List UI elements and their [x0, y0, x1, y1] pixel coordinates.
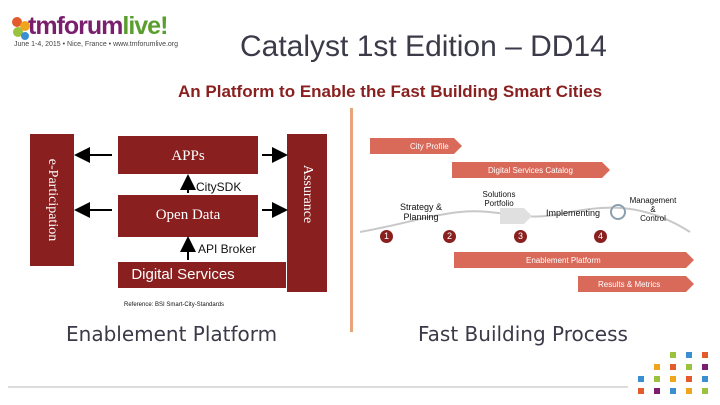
digital-services-catalog-label: Digital Services Catalog	[488, 166, 573, 175]
left-diagram-arrows	[74, 147, 288, 260]
logo-tagline: June 1-4, 2015 • Nice, France • www.tmfo…	[14, 41, 179, 48]
apps-label: APPs	[171, 148, 205, 164]
enablement-platform-label: Enablement Platform	[526, 256, 601, 265]
digital-services-label: Digital Services	[131, 266, 235, 283]
enablement-platform-arrow	[454, 252, 694, 268]
assurance-bar: Assurance	[287, 134, 327, 292]
slide-title: Catalyst 1st Edition – DD14	[240, 30, 607, 63]
implementing-label: Implementing	[546, 208, 601, 218]
strategy-planning-label: Strategy & Planning	[399, 202, 443, 222]
process-chevron	[500, 208, 532, 224]
logo-wordmark: tmforumlive!	[28, 12, 168, 40]
logo-swirl-icon	[12, 17, 30, 40]
slide-subtitle: An Platform to Enable the Fast Building …	[178, 82, 603, 101]
footer-line	[8, 386, 628, 388]
footer-enablement-platform: Enablement Platform	[66, 322, 278, 346]
open-data-box: Open Data	[118, 195, 258, 237]
digital-services-catalog-arrow	[452, 162, 610, 178]
citysdk-label: CitySDK	[196, 180, 242, 194]
management-control-label: Management & Control	[629, 196, 677, 223]
solutions-portfolio-label: Solutions Portfolio	[482, 190, 516, 208]
step-3-badge: 3	[514, 230, 527, 243]
apps-box: APPs	[118, 136, 258, 174]
footer-fast-building-process: Fast Building Process	[418, 322, 628, 346]
decorative-dot-grid	[630, 352, 710, 398]
results-metrics-arrow	[578, 276, 694, 292]
step-1-badge: 1	[380, 230, 393, 243]
step-2-badge: 2	[443, 230, 456, 243]
results-metrics-label: Results & Metrics	[598, 280, 661, 289]
api-broker-label: API Broker	[198, 242, 257, 256]
vertical-divider	[350, 108, 353, 332]
reference-note: Reference: BSI Smart-City-Standards	[124, 302, 225, 308]
city-profile-label: City Profile	[410, 142, 449, 151]
open-data-label: Open Data	[155, 207, 221, 223]
digital-services-box: Digital Services	[118, 262, 286, 288]
city-profile-arrow	[370, 138, 462, 154]
e-participation-bar: e-Participation	[30, 134, 74, 266]
cycle-arrows-icon	[610, 204, 626, 220]
tmforum-logo	[10, 10, 210, 52]
step-4-badge: 4	[594, 230, 607, 243]
